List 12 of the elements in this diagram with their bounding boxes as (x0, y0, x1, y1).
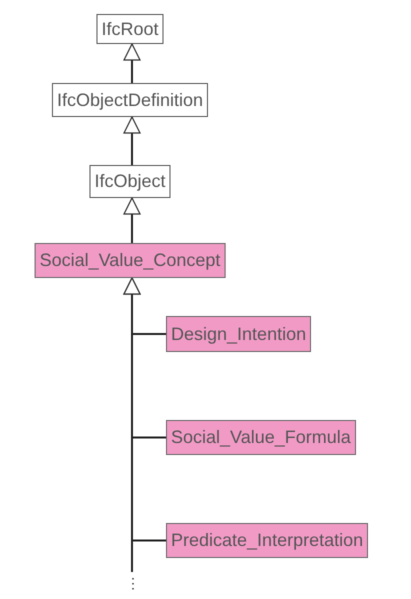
class-box: Social_Value_Formula (166, 420, 356, 455)
inheritance-arrow (123, 43, 141, 83)
class-box: IfcObjectDefinition (52, 83, 208, 117)
inheritance-arrow (123, 116, 141, 165)
class-box: Design_Intention (166, 316, 312, 352)
inheritance-arrow (123, 197, 141, 243)
class-box: IfcObject (89, 165, 171, 198)
class-box: Predicate_Interpretation (166, 523, 368, 558)
inheritance-arrow (123, 277, 166, 542)
ellipsis-mark: ⋮ (126, 576, 140, 590)
class-box: IfcRoot (96, 14, 164, 44)
class-box: Social_Value_Concept (34, 243, 226, 278)
